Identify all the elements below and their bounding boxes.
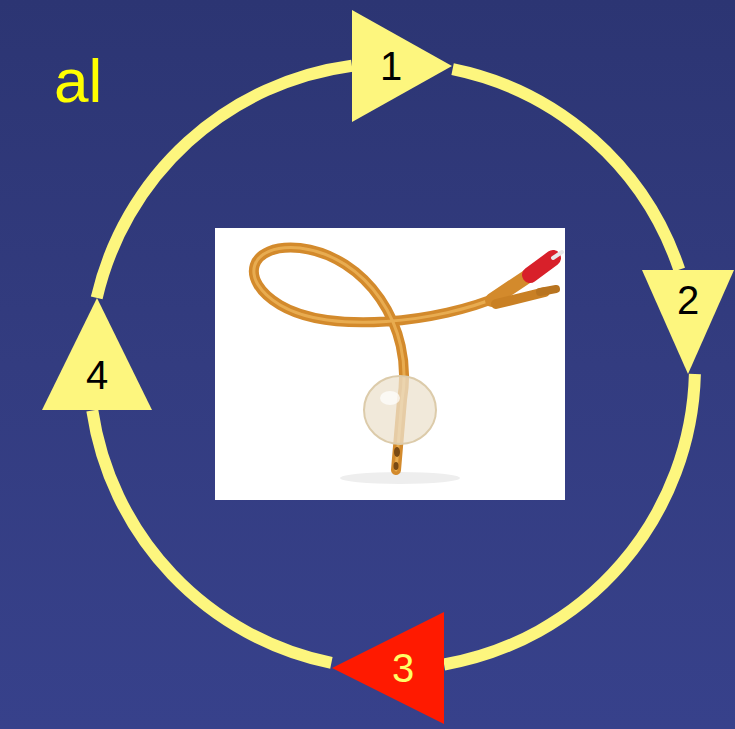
catheter-highlight [254,248,500,470]
catheter-valve [530,258,553,275]
catheter-balloon [364,376,436,444]
cycle-arc [444,374,695,665]
cycle-arc [97,66,352,298]
catheter-tube [254,248,500,470]
arrow-triangle: 1 [352,10,452,122]
step-number: 3 [392,648,414,688]
arrow-triangle: 3 [332,612,444,724]
title-fragment: al [54,50,102,112]
drain-hole [394,447,400,457]
triangle-fill [642,270,734,374]
cycle-arc [92,411,331,663]
triangle-outline [332,612,444,724]
balloon-shine [380,391,400,405]
step-number: 1 [380,46,402,86]
cycle-arc [453,69,680,270]
catheter-port-end [540,289,556,292]
step-number: 2 [677,280,699,320]
drain-hole [394,462,399,470]
valve-pin [553,252,562,258]
triangle-fill [352,10,452,122]
triangle-fill [332,612,444,724]
photo-shadow [340,472,460,484]
photo-frame [215,228,565,500]
step-number: 4 [86,355,108,395]
arrow-triangle: 2 [642,270,734,374]
arrow-triangle: 4 [42,298,152,410]
triangle-fill [42,298,152,410]
